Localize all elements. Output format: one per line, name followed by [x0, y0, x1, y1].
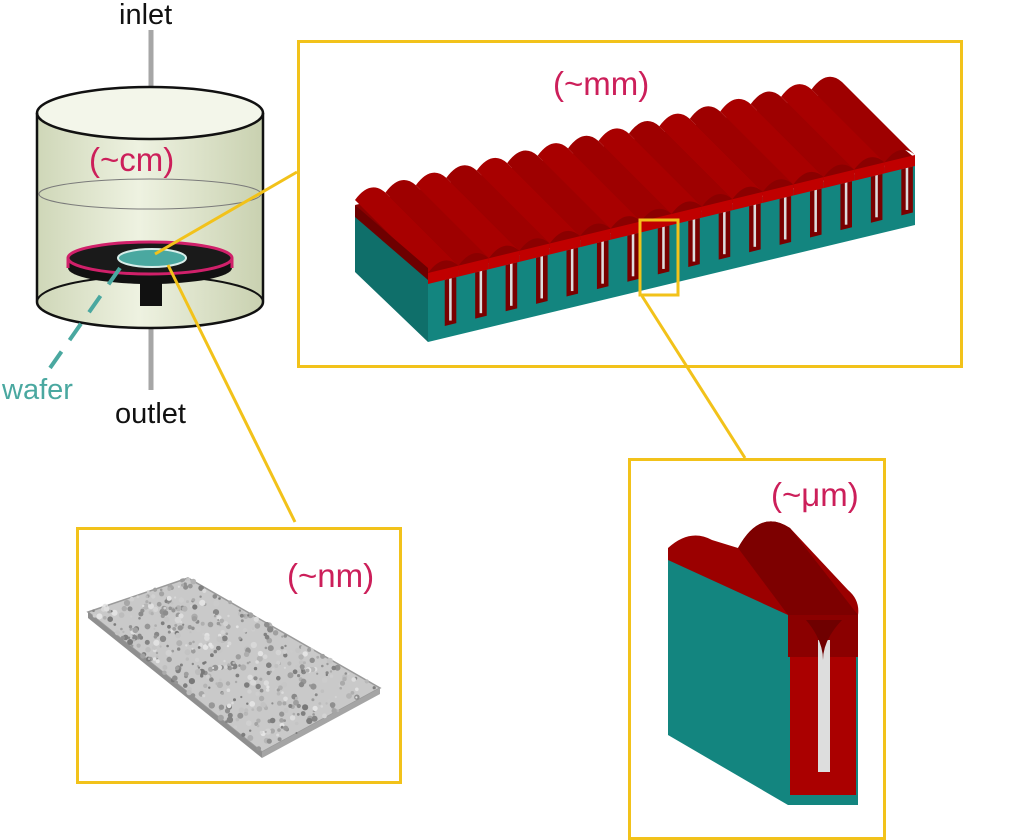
mm-scale-panel — [297, 40, 963, 368]
wafer-disk — [117, 248, 187, 268]
cm-scale-label: (~cm) — [89, 141, 175, 178]
nm-scale-panel — [76, 527, 402, 784]
callout-line-nm — [166, 264, 297, 523]
outlet-label: outlet — [115, 398, 186, 430]
callout-line-mm — [154, 170, 298, 256]
callout-line-um — [640, 295, 747, 459]
wafer-stage — [66, 240, 234, 306]
trench-array-block — [355, 76, 915, 342]
um-scale-label: (~μm) — [771, 476, 859, 513]
rough-surface — [86, 577, 382, 758]
um-scale-panel — [628, 458, 886, 840]
mm-scale-label: (~mm) — [553, 65, 650, 102]
single-trench — [668, 521, 859, 805]
inlet-label: inlet — [119, 0, 173, 31]
nm-scale-label: (~nm) — [287, 557, 375, 594]
wafer-label: wafer — [2, 374, 73, 406]
zoom-marker-um — [638, 218, 680, 297]
